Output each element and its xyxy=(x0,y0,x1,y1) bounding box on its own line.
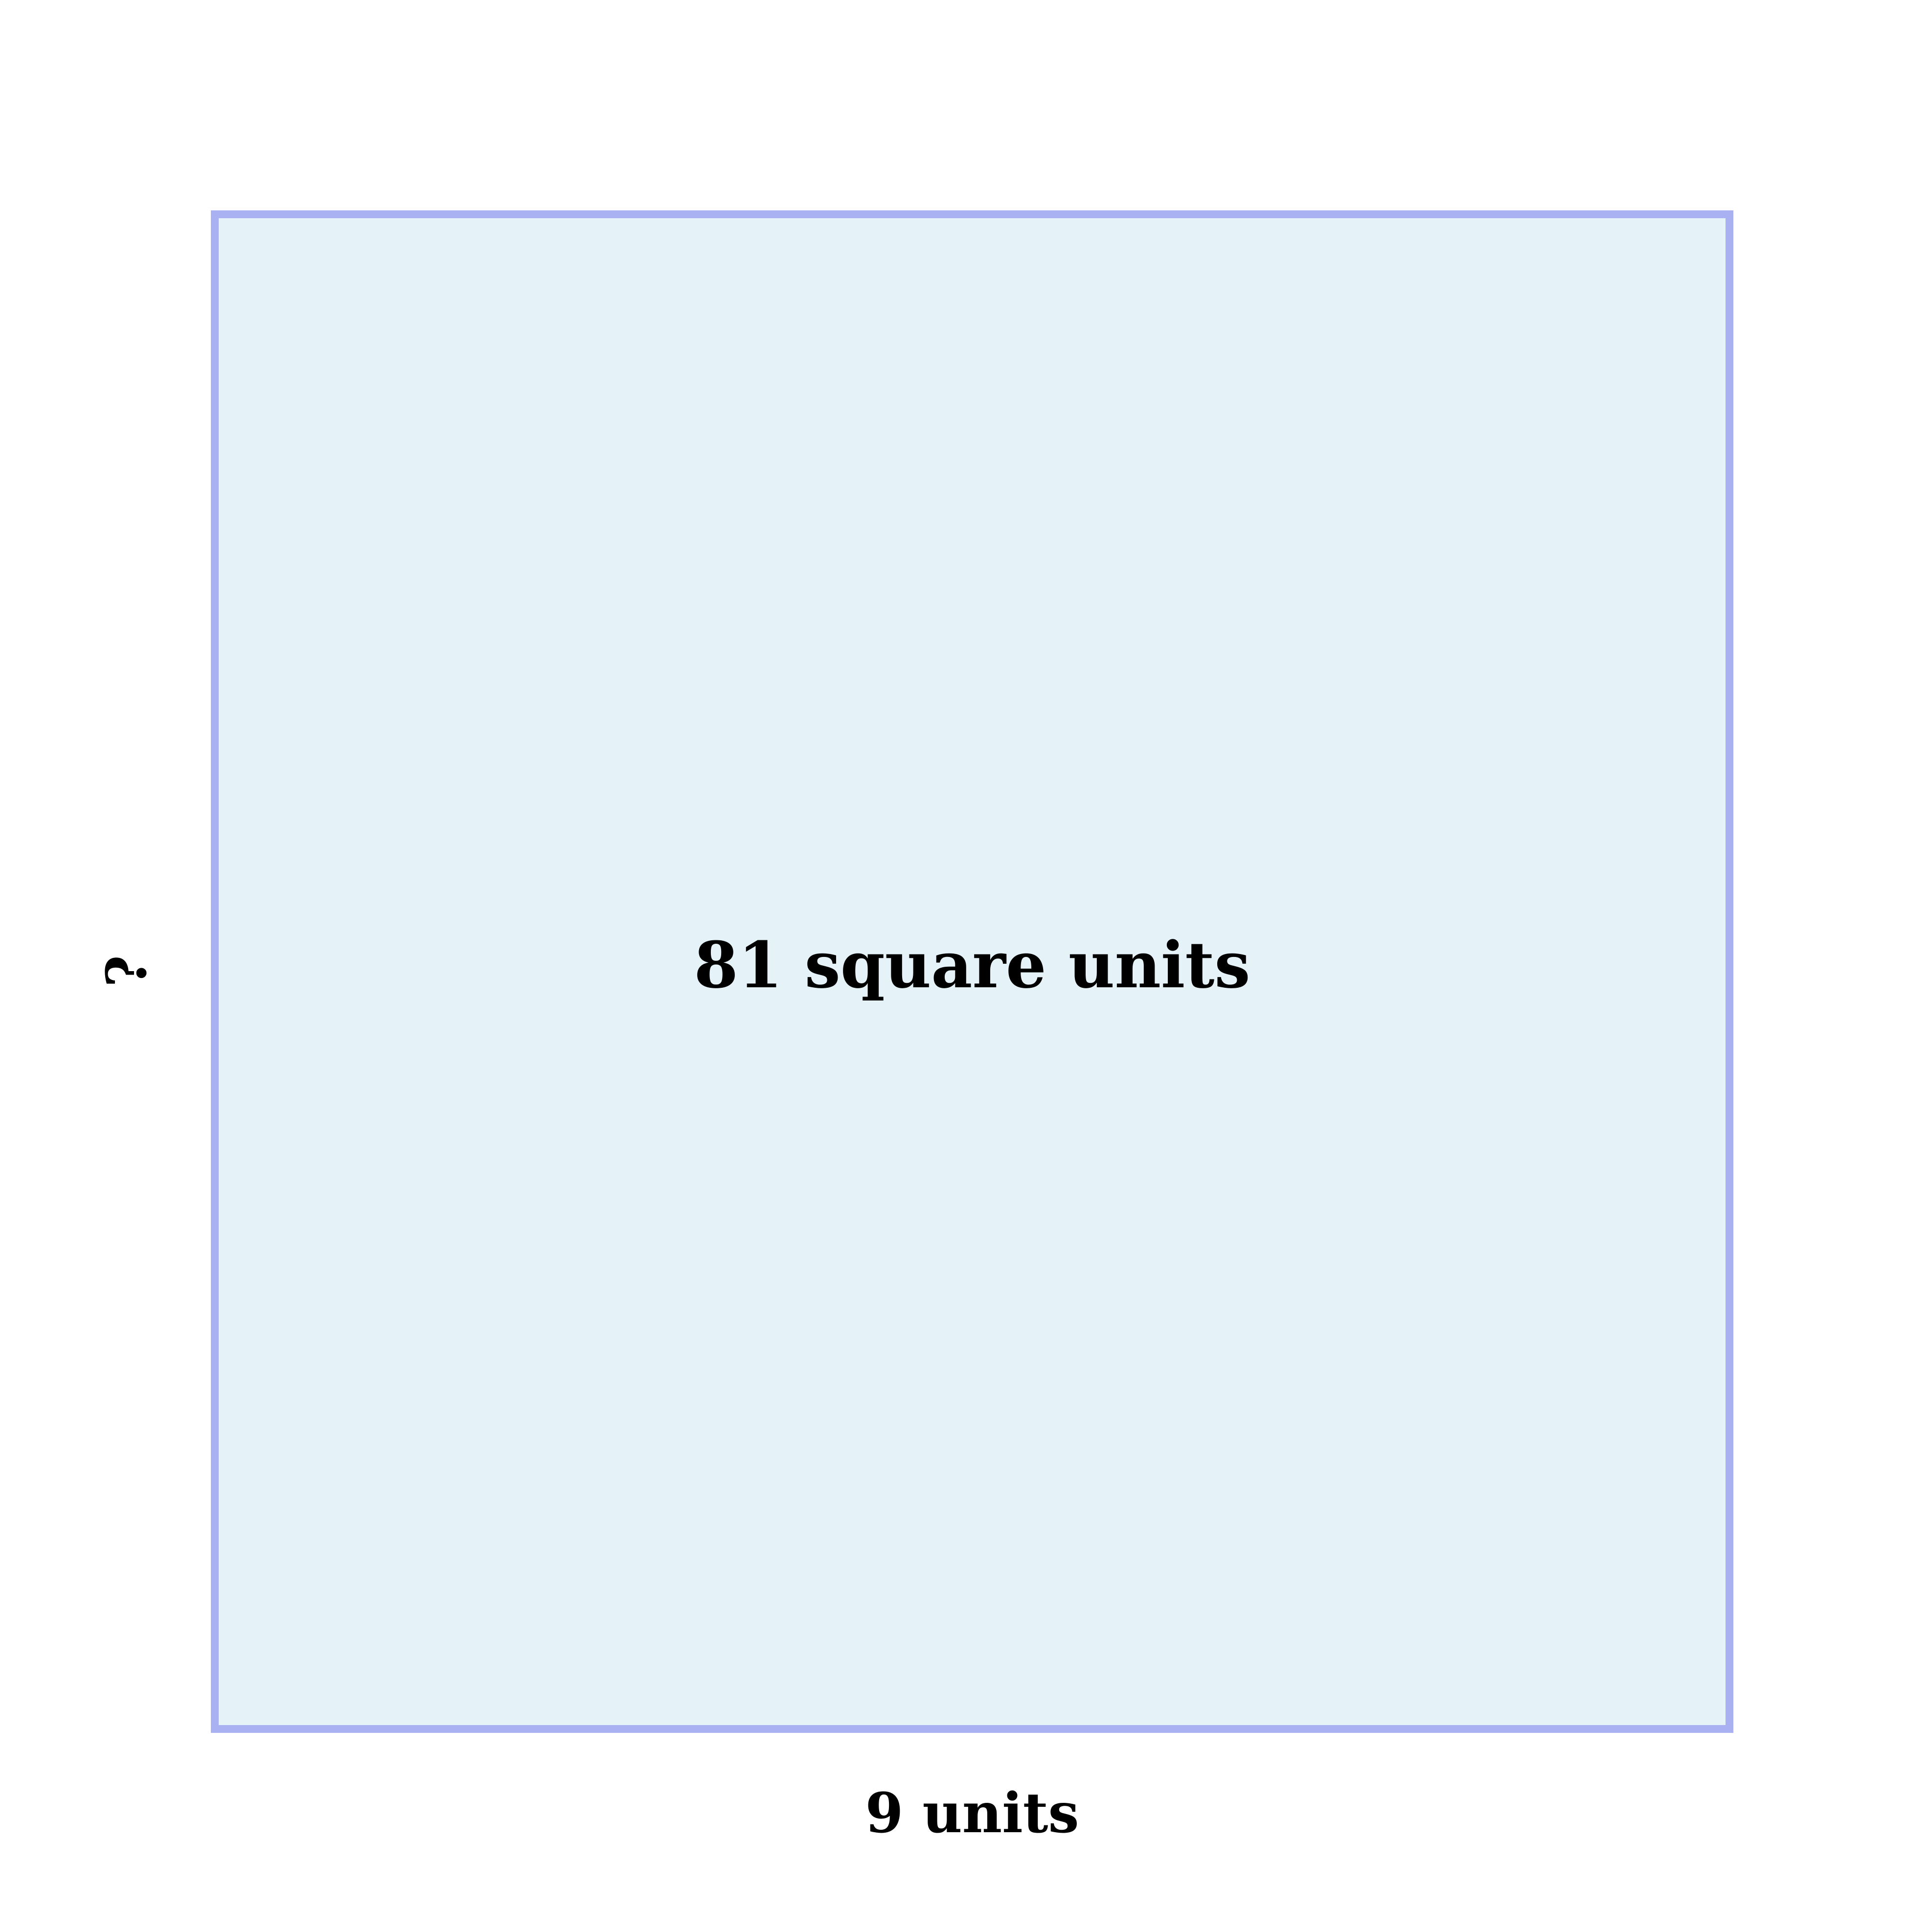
square-shape xyxy=(211,210,1733,1733)
height-label: ? xyxy=(95,955,159,987)
area-label: 81 square units xyxy=(694,928,1250,1002)
width-label: 9 units xyxy=(865,1781,1079,1845)
